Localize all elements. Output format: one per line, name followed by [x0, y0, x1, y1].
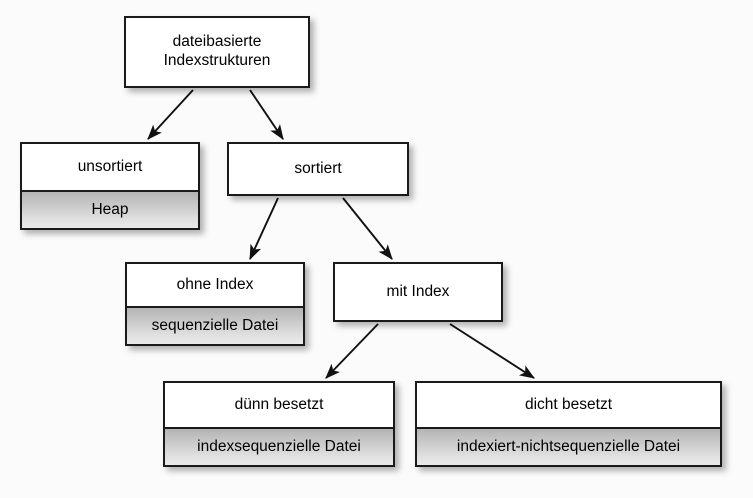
edge-mit-index-to-dicht	[449, 323, 535, 379]
node-duenn-besetzt-title: dünn besetzt	[165, 383, 393, 429]
node-dicht-besetzt-title: dicht besetzt	[417, 383, 720, 429]
node-unsortiert-title: unsortiert	[22, 144, 198, 192]
edge-mit-index-to-duenn	[325, 323, 379, 379]
node-unsortiert-subtitle: Heap	[22, 192, 198, 228]
node-sortiert: sortiert	[227, 142, 409, 196]
edge-sortiert-to-mit-index	[342, 197, 393, 260]
node-ohne-index-subtitle: sequenzielle Datei	[127, 308, 303, 344]
node-duenn-besetzt-subtitle: indexsequenzielle Datei	[165, 429, 393, 465]
node-root-title: dateibasierte Indexstrukturen	[126, 18, 308, 86]
node-mit-index-title: mit Index	[335, 264, 501, 320]
edge-root-to-sortiert	[249, 89, 284, 140]
node-dicht-besetzt-subtitle: indexiert-nichtsequenzielle Datei	[417, 429, 720, 465]
node-root: dateibasierte Indexstrukturen	[124, 16, 310, 88]
node-sortiert-title: sortiert	[229, 144, 407, 194]
node-ohne-index-title: ohne Index	[127, 264, 303, 308]
node-mit-index: mit Index	[333, 262, 503, 322]
edge-root-to-unsortiert	[147, 89, 194, 140]
edge-sortiert-to-ohne-index	[249, 197, 279, 261]
